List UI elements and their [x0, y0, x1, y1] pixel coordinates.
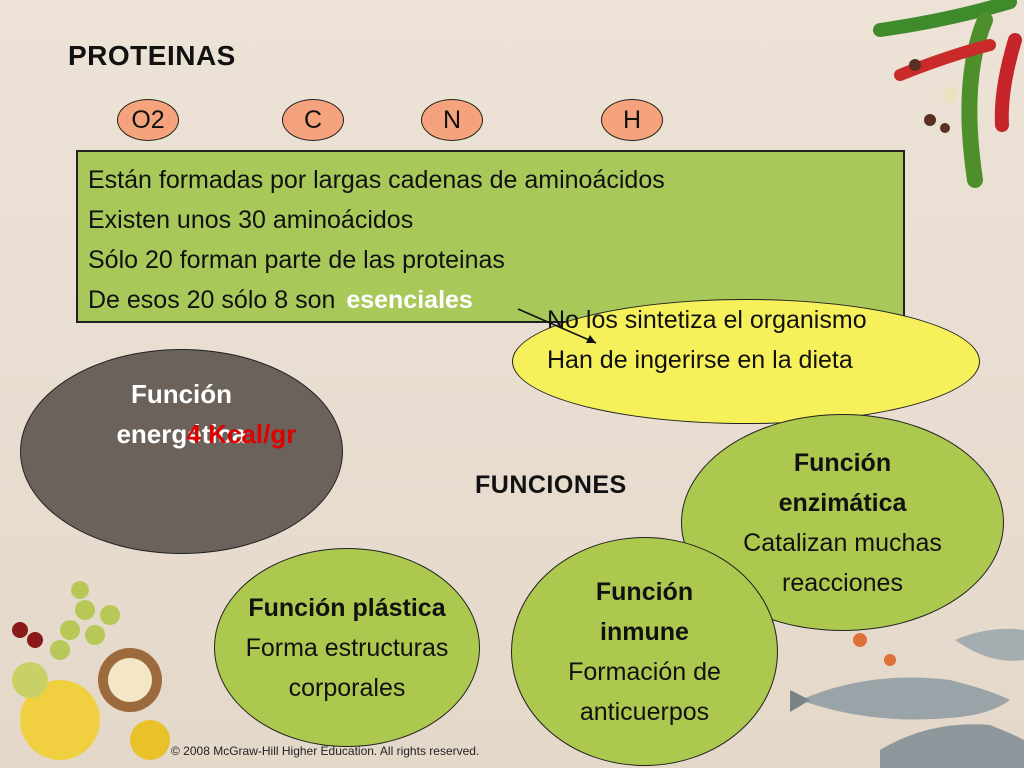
energetic-function-ellipse: Función energética 4 Kcal/gr [20, 349, 343, 554]
fact-line: Están formadas por largas cadenas de ami… [88, 166, 665, 194]
enzymatic-desc: Catalizan muchas reacciones [743, 528, 942, 597]
element-hydrogen: H [601, 99, 663, 141]
plastic-title: Función plástica [248, 593, 446, 622]
plastic-text: Función plástica Forma estructuras corpo… [222, 588, 472, 708]
note-line: Han de ingerirse en la dieta [547, 346, 853, 374]
plastic-function-ellipse: Función plástica Forma estructuras corpo… [214, 548, 480, 747]
plastic-desc: Forma estructuras corporales [245, 633, 449, 702]
enzymatic-title: Función enzimática [778, 448, 907, 517]
immune-function-ellipse: Función inmune Formación de anticuerpos [511, 537, 778, 766]
energetic-value: 4 Kcal/gr [186, 419, 297, 449]
fact-line: Sólo 20 forman parte de las proteinas [88, 246, 505, 274]
fact-line: Existen unos 30 aminoácidos [88, 206, 414, 234]
facts-box: Están formadas por largas cadenas de ami… [76, 150, 905, 323]
energetic-title: Función energética [116, 379, 247, 449]
essential-label: esenciales [346, 286, 473, 314]
fact-line: De esos 20 sólo 8 son esenciales [88, 280, 893, 323]
element-nitrogen: N [421, 99, 483, 141]
fact-text: De esos 20 sólo 8 son [88, 286, 343, 314]
immune-desc: Formación de anticuerpos [568, 657, 721, 726]
note-line: No los sintetiza el organismo [547, 306, 867, 334]
page-title: PROTEINAS [68, 40, 236, 71]
element-oxygen: O2 [117, 99, 179, 141]
element-carbon: C [282, 99, 344, 141]
essential-highlight: esenciales [330, 280, 485, 323]
functions-label: FUNCIONES [475, 471, 627, 499]
essential-note-ellipse: No los sintetiza el organismo Han de ing… [512, 299, 980, 424]
copyright: © 2008 McGraw-Hill Higher Education. All… [171, 744, 480, 758]
immune-title: Función inmune [595, 577, 694, 646]
connector-arrow [517, 308, 597, 344]
